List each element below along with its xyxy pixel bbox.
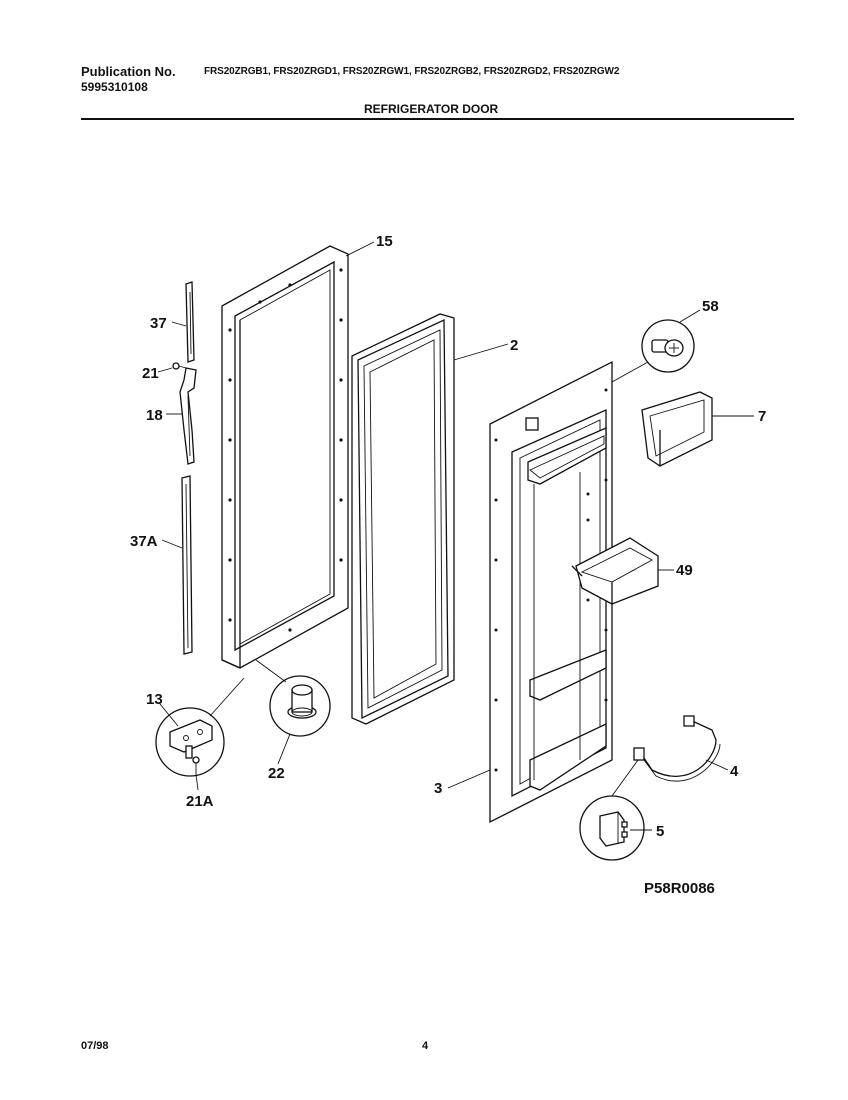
leader-15 bbox=[345, 241, 375, 257]
leader-13-door bbox=[209, 677, 245, 717]
part-21-screw bbox=[172, 362, 187, 370]
footer-date: 07/98 bbox=[81, 1040, 109, 1052]
callout-37: 37 bbox=[150, 315, 167, 332]
callout-2: 2 bbox=[510, 337, 518, 354]
model-list: FRS20ZRGB1, FRS20ZRGD1, FRS20ZRGW1, FRS2… bbox=[204, 66, 620, 77]
page-title: REFRIGERATOR DOOR bbox=[364, 102, 499, 116]
callout-5: 5 bbox=[656, 823, 664, 840]
callout-15: 15 bbox=[376, 233, 393, 250]
leader-37 bbox=[171, 321, 187, 327]
part-4-retainer bbox=[633, 715, 721, 782]
callout-37a: 37A bbox=[130, 533, 158, 550]
callout-3: 3 bbox=[434, 780, 442, 797]
publication-number: 5995310108 bbox=[81, 80, 148, 94]
part-58-screw bbox=[641, 319, 695, 373]
part-22-bushing bbox=[269, 675, 331, 737]
leader-58-door bbox=[611, 361, 649, 383]
part-2-gasket bbox=[351, 313, 455, 725]
leader-58 bbox=[679, 309, 701, 323]
callout-49: 49 bbox=[676, 562, 693, 579]
diagram-code: P58R0086 bbox=[644, 880, 715, 897]
callout-21a: 21A bbox=[186, 793, 214, 810]
leader-22-door bbox=[255, 659, 287, 683]
callout-18: 18 bbox=[146, 407, 163, 424]
part-37-trim bbox=[185, 281, 195, 363]
part-13-hinge bbox=[155, 707, 225, 777]
leader-13 bbox=[159, 703, 179, 727]
leader-5-part bbox=[611, 759, 639, 797]
part-15-frame bbox=[221, 245, 349, 669]
leader-21a bbox=[195, 773, 199, 791]
callout-22: 22 bbox=[268, 765, 285, 782]
page-number: 4 bbox=[422, 1040, 429, 1052]
leader-21 bbox=[157, 367, 173, 373]
callout-7: 7 bbox=[758, 408, 766, 425]
part-3-door-panel bbox=[489, 360, 613, 824]
callout-13: 13 bbox=[146, 691, 163, 708]
header-rule bbox=[81, 118, 794, 120]
part-18-bracket bbox=[179, 367, 197, 465]
leader-37a bbox=[161, 539, 183, 549]
callout-58: 58 bbox=[702, 298, 719, 315]
publication-label: Publication No. bbox=[81, 64, 176, 79]
part-49-bin bbox=[571, 537, 659, 605]
part-37a-trim bbox=[181, 475, 193, 655]
callout-21: 21 bbox=[142, 365, 159, 382]
leader-3 bbox=[447, 769, 491, 789]
leader-22 bbox=[277, 733, 291, 765]
leader-2 bbox=[453, 343, 509, 361]
part-5-clip bbox=[579, 795, 645, 861]
part-21a-screw bbox=[192, 756, 200, 774]
callout-4: 4 bbox=[730, 763, 739, 780]
part-7-dairy-door bbox=[641, 391, 713, 467]
leader-4 bbox=[705, 759, 729, 771]
